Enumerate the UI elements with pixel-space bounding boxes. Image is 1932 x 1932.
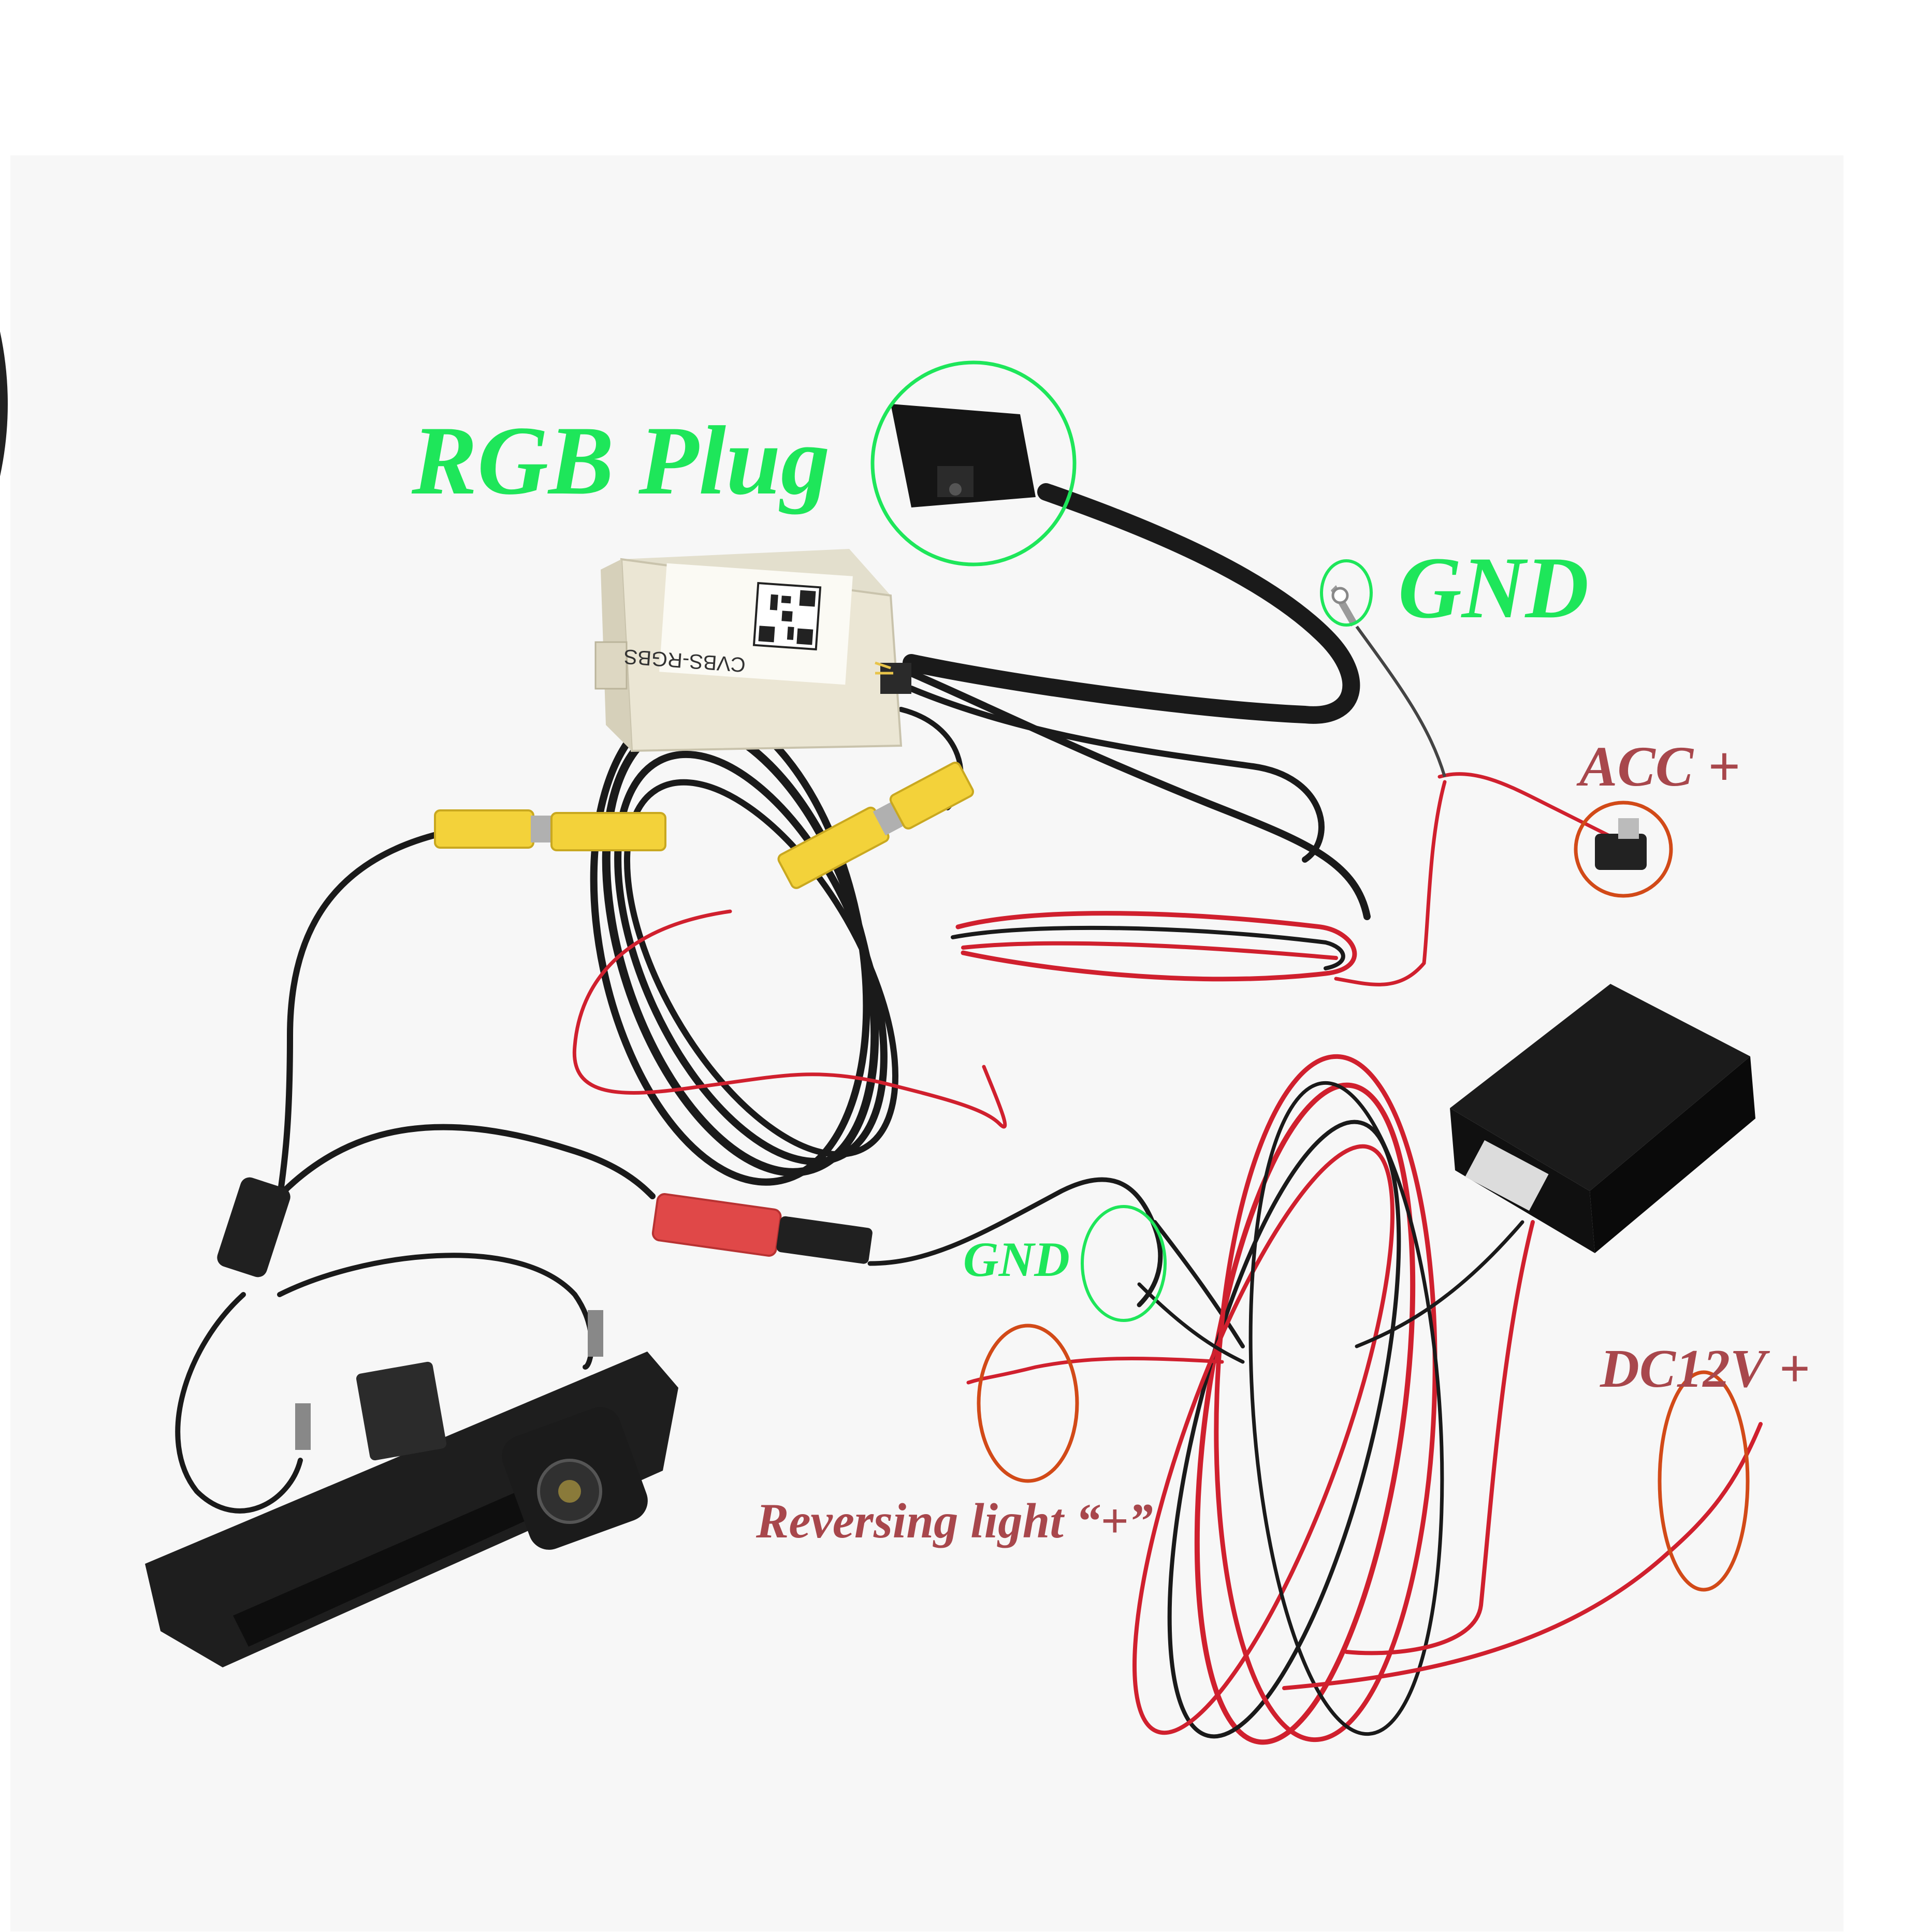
ring-hole bbox=[1331, 587, 1349, 604]
module-harness-2 bbox=[908, 686, 1325, 863]
handle-recess bbox=[233, 1491, 533, 1647]
rgb-plug-label: RGB Plug bbox=[412, 406, 830, 515]
qr-code bbox=[752, 582, 822, 651]
acc-plus-label: ACC + bbox=[1579, 735, 1740, 798]
gnd-top-label: GND bbox=[1398, 539, 1589, 636]
camera-handle bbox=[145, 1177, 678, 1667]
fuse-body bbox=[1595, 834, 1647, 870]
left-edge-shadow bbox=[0, 331, 8, 476]
rca-plug-3b bbox=[889, 761, 974, 830]
dc12v-wire bbox=[1282, 1422, 1763, 1690]
coil-red bbox=[572, 909, 1007, 1129]
box-connector bbox=[1465, 1140, 1549, 1211]
red-dc-connector bbox=[651, 1193, 873, 1264]
rca-plug-1 bbox=[434, 809, 534, 849]
module-wire-outlet bbox=[880, 663, 911, 694]
reversing-circle bbox=[977, 1324, 1079, 1483]
box-lead-2 bbox=[1355, 1220, 1524, 1348]
reversing-wire bbox=[966, 1356, 1224, 1385]
gnd-bottom-label: GND bbox=[963, 1232, 1070, 1287]
reversing-wire-black bbox=[1137, 1282, 1245, 1364]
big-coil-3 bbox=[1214, 1054, 1437, 1742]
gnd-top-circle bbox=[1320, 559, 1373, 627]
big-coil-4 bbox=[1132, 1144, 1394, 1735]
red-connector-body bbox=[651, 1193, 782, 1257]
cable-to-box bbox=[1153, 1220, 1245, 1348]
black-connector-body bbox=[776, 1216, 873, 1264]
acc-wire-down bbox=[1334, 780, 1447, 986]
handle-clip bbox=[356, 1361, 447, 1461]
camera-cable-right bbox=[266, 1124, 656, 1210]
coil-4 bbox=[624, 779, 898, 1158]
rgb-cable bbox=[903, 483, 1360, 724]
plug-body bbox=[891, 404, 1036, 507]
module-harness-1 bbox=[908, 670, 1371, 920]
gnd-wire-top bbox=[1355, 626, 1446, 777]
acc-wire bbox=[1437, 772, 1628, 846]
cable-to-gnd bbox=[867, 1177, 1163, 1308]
gnd-ring-terminal bbox=[1331, 585, 1446, 777]
big-coil-5 bbox=[1248, 1081, 1444, 1736]
mount-stud-2 bbox=[588, 1310, 603, 1357]
rca-metal-1 bbox=[531, 816, 554, 842]
big-coil-2 bbox=[1167, 1120, 1401, 1739]
cvbs-rgbs-module: CVBS-RGBS bbox=[594, 549, 911, 752]
red-wires bbox=[572, 772, 1763, 1745]
cable-gland bbox=[217, 1177, 290, 1277]
box-top bbox=[1450, 984, 1750, 1191]
reversing-light-label: Reversing light “+” bbox=[756, 1493, 1153, 1548]
rgb-plug-circle bbox=[870, 360, 1077, 566]
acc-circle bbox=[1574, 801, 1673, 898]
callout-circles bbox=[870, 360, 1750, 1592]
dc12v-circle bbox=[1658, 1370, 1750, 1592]
bundle-b bbox=[951, 925, 1345, 970]
rca-connectors bbox=[434, 761, 974, 889]
dc12v-plus-label: DC12V + bbox=[1600, 1338, 1810, 1399]
plug-screw bbox=[949, 483, 962, 496]
bundle-a bbox=[955, 911, 1357, 982]
box-side bbox=[1590, 1056, 1755, 1253]
camera-lens bbox=[558, 1480, 581, 1503]
control-box bbox=[1450, 984, 1755, 1253]
camera-cable-left bbox=[271, 831, 443, 1236]
fuse-tab bbox=[1618, 818, 1639, 839]
module-tab bbox=[594, 641, 628, 690]
bundle-c bbox=[961, 941, 1338, 960]
rca-plug-3-group bbox=[777, 761, 974, 889]
acc-fuse bbox=[1595, 818, 1647, 870]
module-colored-wires bbox=[875, 661, 893, 675]
big-coil-1 bbox=[1194, 1082, 1416, 1745]
rgb-plug-connector bbox=[891, 404, 1036, 507]
mount-stud-1 bbox=[295, 1403, 311, 1450]
gnd-bottom-circle bbox=[1081, 1205, 1167, 1322]
box-lead-1 bbox=[1344, 1220, 1535, 1655]
rca-plug-2 bbox=[550, 812, 666, 851]
camera-loop bbox=[175, 1292, 303, 1514]
